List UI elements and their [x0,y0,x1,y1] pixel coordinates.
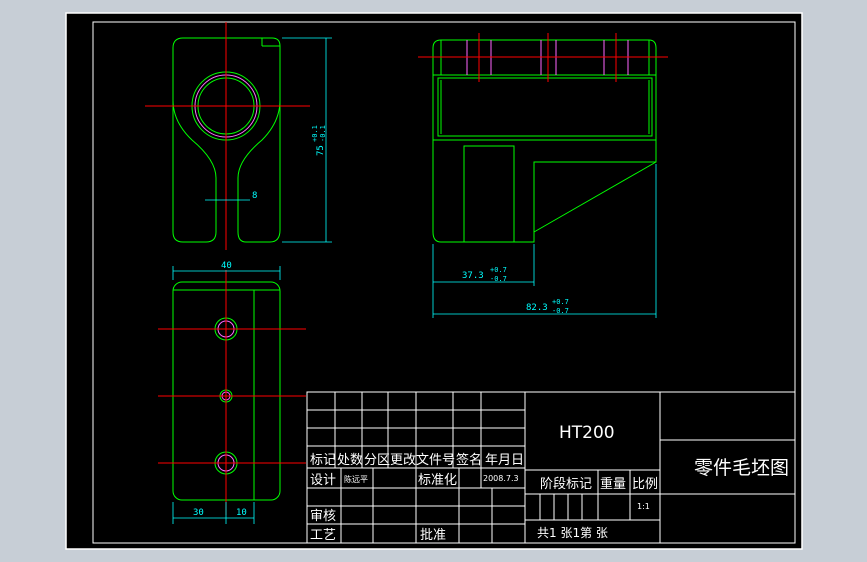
top-view-dim-text: 40 30 10 [193,261,247,518]
dim-8-text: 8 [252,191,257,201]
dim-82-tol-plus: +0.7 [552,298,569,306]
designer-name: 陈远平 [344,474,368,484]
scale-value: 1:1 [637,502,650,511]
sheets-text: 共1 张1第 张 [537,526,608,540]
rev-h-count: 处数 [337,453,363,468]
dim-82-text: 82.3 [526,303,548,313]
dim-82-tol-minus: -0.7 [552,307,569,315]
side-slot-rect [463,145,515,243]
side-view-dim-text: 37.3 +0.7 -0.7 82.3 +0.7 -0.7 [462,266,569,315]
review-label: 审核 [310,509,336,524]
dim-40-text: 40 [221,261,232,271]
dim-37-tol-minus: -0.7 [490,275,507,283]
rev-h-file: 更改文件号 [390,453,455,468]
rev-h-date: 年月日 [485,453,524,468]
top-view-centerlines [158,270,306,515]
dim-75-tol-plus: +0.1 [311,125,319,142]
drawing-title-text: 零件毛坯图 [694,457,789,479]
side-view-centerlines [418,33,668,82]
title-block [306,391,796,544]
rev-h-mark: 标记 [310,453,336,468]
side-view-outline [432,39,657,243]
process-label: 工艺 [310,528,336,543]
side-view [432,39,657,243]
material-text: HT200 [559,423,615,443]
date-text: 2008.7.3 [483,474,519,483]
front-view-outline [183,37,281,243]
dim-37-text: 37.3 [462,271,484,281]
side-rib-diag [533,161,657,233]
design-label: 设计 [310,473,336,488]
top-view-dims [172,266,281,524]
rev-h-sign: 签名 [456,452,482,468]
stage-label: 阶段标记 [540,477,592,492]
front-view-dims [205,37,332,243]
dim-75-tol-minus: -0.1 [319,125,327,142]
front-view-centerlines [145,22,310,250]
side-view-dims [432,164,657,318]
weight-label: 重量 [600,476,626,492]
front-view-outline-left [172,37,217,243]
approve-label: 批准 [420,528,446,543]
rev-h-zone: 分区 [364,453,390,468]
paper-border [65,12,803,550]
title-block-text: HT200 零件毛坯图 标记 处数 分区 更改文件号 签名 年月日 设计 陈远平… [310,423,789,543]
dim-10-text: 10 [236,508,247,518]
standardize-label: 标准化 [418,473,457,488]
dim-75-text: 75 [316,145,326,156]
scale-label: 比例 [632,477,658,492]
dim-37-tol-plus: +0.7 [490,266,507,274]
side-inner-box [437,77,653,137]
dim-30-text: 30 [193,508,204,518]
front-view-dim-text: 75 +0.1 -0.1 8 [252,125,327,201]
